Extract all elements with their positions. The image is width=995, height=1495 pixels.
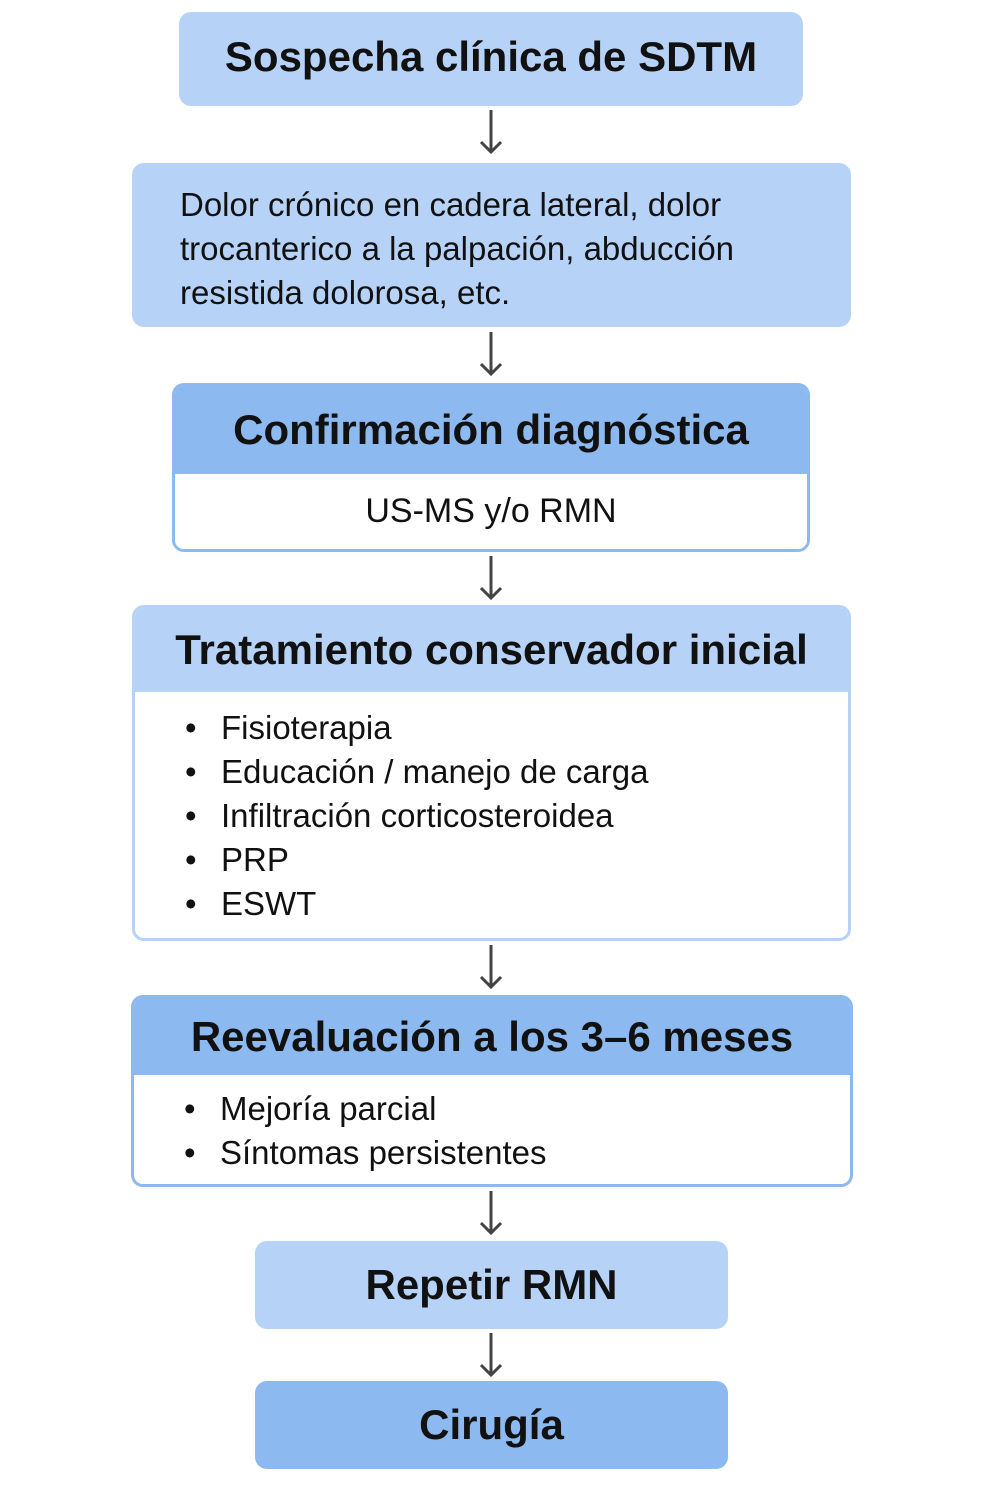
confirmation-title: Confirmación diagnóstica: [175, 386, 807, 474]
symptoms-node: Dolor crónico en cadera lateral, dolor t…: [132, 163, 851, 327]
surgery-text: Cirugía: [419, 1401, 564, 1448]
treatment-node: Tratamiento conservador inicial Fisioter…: [132, 605, 851, 941]
repeat-mri-text: Repetir RMN: [365, 1261, 618, 1308]
surgery-node: Cirugía: [255, 1381, 728, 1469]
treatment-item: ESWT: [185, 882, 848, 926]
arrow-down-icon: [479, 556, 503, 601]
repeat-mri-node: Repetir RMN: [255, 1241, 728, 1329]
symptoms-line: Dolor crónico en cadera lateral, dolor: [180, 186, 722, 223]
reevaluation-node: Reevaluación a los 3–6 meses Mejoría par…: [131, 995, 853, 1187]
arrow-down-icon: [479, 1191, 503, 1236]
reevaluation-item: Mejoría parcial: [184, 1087, 850, 1131]
reevaluation-item: Síntomas persistentes: [184, 1131, 850, 1175]
arrow-down-icon: [479, 332, 503, 377]
suspicion-node: Sospecha clínica de SDTM: [179, 12, 803, 106]
treatment-item: Infiltración corticosteroidea: [185, 794, 848, 838]
treatment-item: Fisioterapia: [185, 706, 848, 750]
suspicion-text: Sospecha clínica de SDTM: [224, 33, 758, 80]
treatment-item: PRP: [185, 838, 848, 882]
arrow-down-icon: [479, 110, 503, 155]
arrow-down-icon: [479, 1333, 503, 1378]
confirmation-body: US-MS y/o RMN: [175, 474, 807, 549]
treatment-title: Tratamiento conservador inicial: [135, 608, 848, 692]
symptoms-line: resistida dolorosa, etc.: [180, 274, 511, 311]
arrow-down-icon: [479, 945, 503, 990]
confirmation-node: Confirmación diagnóstica US-MS y/o RMN: [172, 383, 810, 552]
symptoms-line: trocanterico a la palpación, abducción: [180, 230, 735, 267]
treatment-item: Educación / manejo de carga: [185, 750, 848, 794]
reevaluation-title: Reevaluación a los 3–6 meses: [134, 998, 850, 1075]
